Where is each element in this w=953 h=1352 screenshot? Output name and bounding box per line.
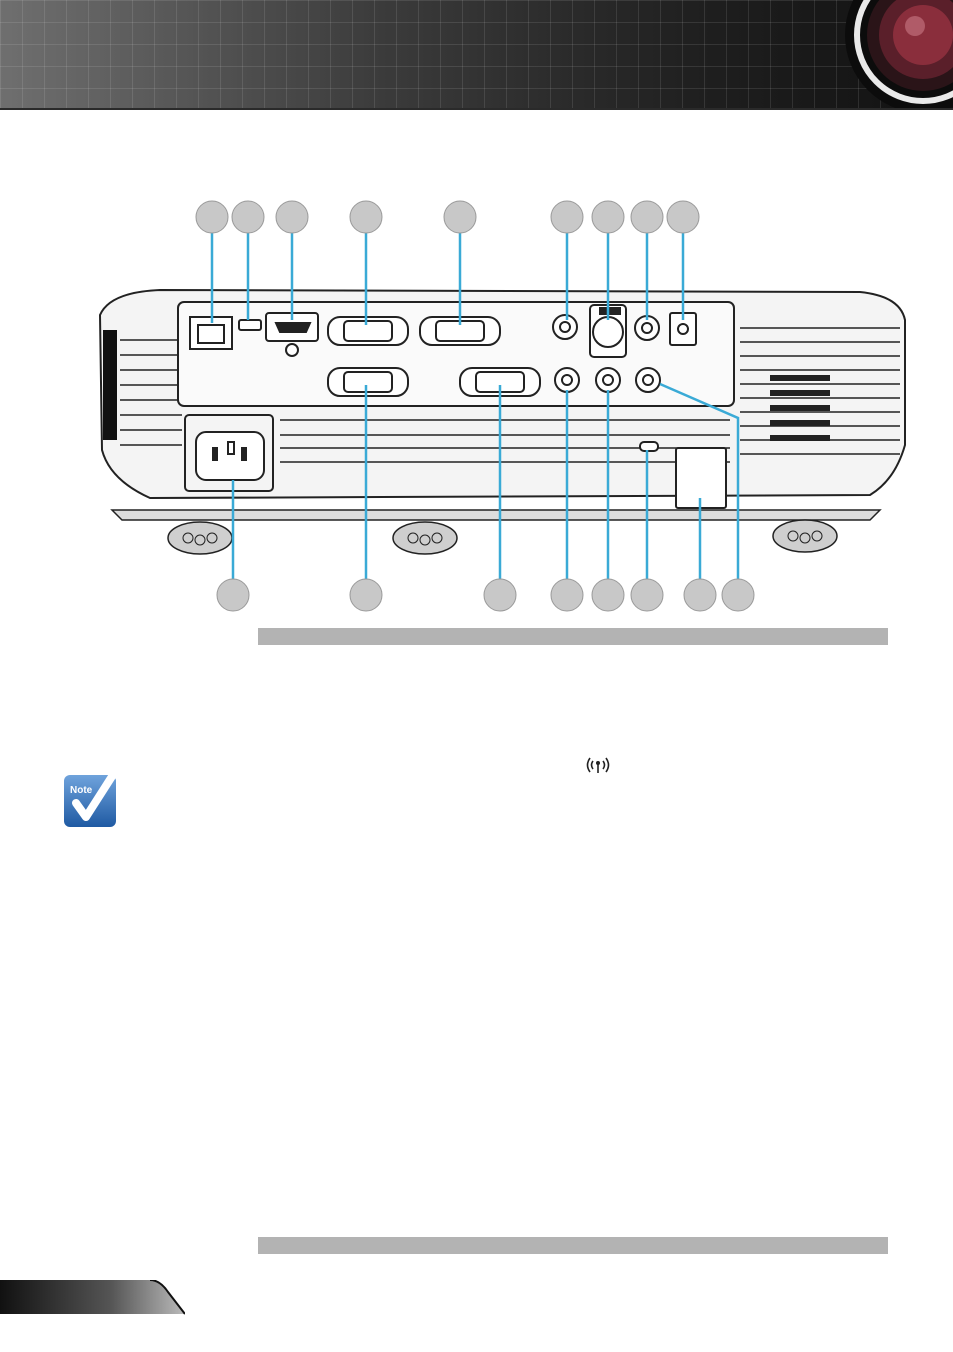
callout-top — [630, 200, 664, 234]
callout-bottom — [483, 578, 517, 612]
callout-bottom — [683, 578, 717, 612]
callout-circles — [195, 200, 755, 612]
callout-bottom — [591, 578, 625, 612]
section-bar-bottom — [258, 1237, 888, 1254]
note-checkmark-icon: Note — [64, 765, 120, 827]
callout-bottom — [721, 578, 755, 612]
wireless-signal-icon — [586, 757, 610, 773]
mini-usb-port — [238, 319, 262, 331]
callout-top — [275, 200, 309, 234]
projector-lens-icon — [845, 0, 953, 110]
kensington-lock — [639, 441, 659, 452]
footer-page-tab — [0, 1280, 185, 1315]
callout-top — [349, 200, 383, 234]
header-banner — [0, 0, 953, 110]
projector-rear-diagram — [98, 200, 906, 612]
callout-bottom — [550, 578, 584, 612]
banner-grid — [0, 0, 953, 110]
note-badge-label: Note — [70, 785, 93, 796]
callout-top — [443, 200, 477, 234]
callout-bottom — [349, 578, 383, 612]
callout-top — [195, 200, 229, 234]
banner-rule — [0, 108, 953, 110]
callout-top — [550, 200, 584, 234]
callout-top — [591, 200, 625, 234]
callout-bottom — [216, 578, 250, 612]
callout-top — [231, 200, 265, 234]
callout-bottom — [630, 578, 664, 612]
section-bar-top — [258, 628, 888, 645]
callout-top — [666, 200, 700, 234]
callout-lines — [210, 230, 740, 580]
